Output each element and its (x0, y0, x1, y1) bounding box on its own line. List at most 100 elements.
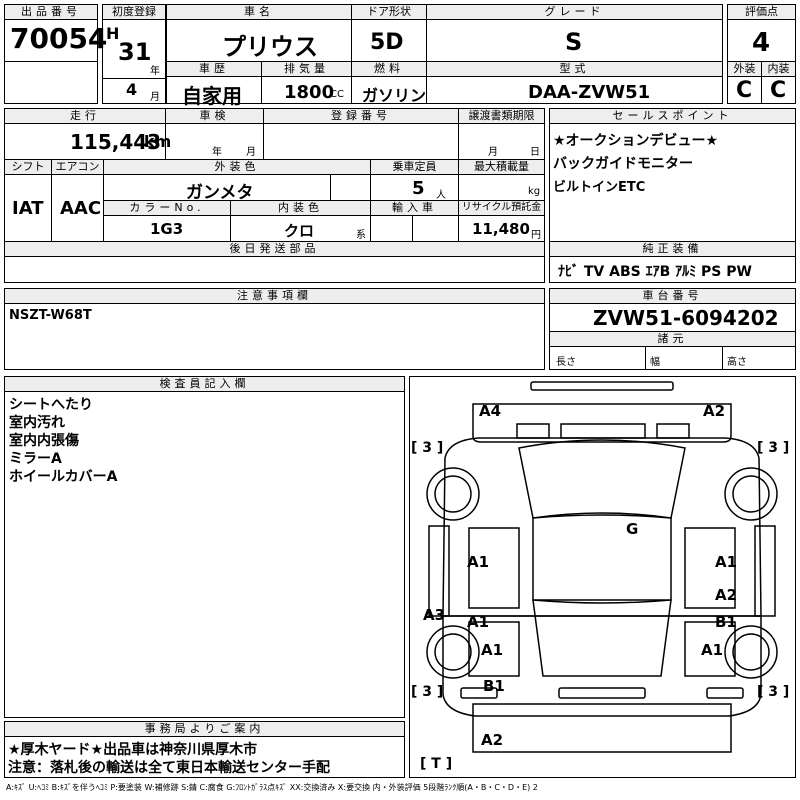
inspector-note-4: ミラーA (9, 451, 62, 467)
score: 4 (752, 28, 771, 58)
damage-a1-right-3: A1 (701, 641, 724, 659)
kg-unit: kg (528, 186, 541, 197)
tire-depth-left-bottom: [ 3 ] (411, 684, 444, 700)
damage-a2-right: A2 (715, 586, 738, 604)
length-label: 長さ (556, 357, 576, 368)
transfer-doc-header: 譲渡書類期限 (458, 108, 545, 124)
transfer-month-label: 月 (488, 147, 498, 158)
door-header: ドア形状 (351, 4, 427, 20)
inspection-header: 車検 (165, 108, 264, 124)
damage-b1-left: B1 (483, 677, 505, 695)
aircon: AAC (60, 198, 102, 219)
sales-point-2: バックガイドモニター (553, 156, 693, 172)
exterior-header: 外装 (727, 61, 762, 77)
dimensions-header: 諸元 (549, 331, 796, 347)
damage-a4: A4 (479, 402, 502, 420)
height-label: 高さ (727, 357, 747, 368)
int-color: クロ (284, 222, 315, 240)
damage-a2-bottom: A2 (481, 731, 504, 749)
sales-point-3: ビルトインETC (553, 180, 646, 195)
month-box (102, 78, 166, 104)
import-divider (412, 215, 413, 242)
model: DAA-ZVW51 (528, 82, 651, 103)
aircon-header: エアコン (51, 159, 104, 175)
office-note-1: ★厚木ヤード★出品車は神奈川県厚木市 (8, 742, 258, 758)
km-unit: km (144, 132, 172, 151)
car-name: プリウス (222, 33, 318, 61)
office-note-2: 注意：落札後の輸送は全て東日本輸送センター手配 (8, 760, 330, 776)
model-header: 型式 (426, 61, 723, 77)
later-parts-header: 後日発送部品 (4, 241, 545, 257)
ext-color-header: 外装色 (103, 159, 371, 175)
lot-number-extra-box (4, 61, 98, 104)
color-no-header: カラーNo. (103, 200, 231, 216)
reg-no-header: 登録番号 (263, 108, 459, 124)
dim-row (549, 346, 796, 370)
mileage: 115,443 (70, 130, 162, 154)
tire-depth-right-bottom: [ 3 ] (757, 684, 790, 700)
sales-points-header: セールスポイント (549, 108, 796, 124)
ext-color: ガンメタ (186, 183, 254, 203)
transfer-day-label: 日 (530, 147, 540, 158)
damage-a1-left-3: A1 (481, 641, 504, 659)
inspector-note-5: ホイールカバーA (9, 469, 118, 485)
dim-divider-1 (645, 346, 646, 370)
chassis-no: ZVW51-6094202 (593, 306, 779, 330)
width-label: 幅 (650, 357, 660, 368)
recycle: 11,480 (472, 220, 530, 238)
damage-a1-left-1: A1 (467, 553, 490, 571)
person-unit: 人 (436, 190, 446, 201)
exterior-grade: C (736, 78, 753, 103)
int-color-header: 内装色 (230, 200, 371, 216)
shift-header: シフト (4, 159, 52, 175)
cc-unit: CC (330, 89, 344, 100)
era: H (106, 24, 120, 43)
inspector-note-1: シートへたり (9, 397, 93, 413)
damage-a3: A3 (423, 606, 446, 624)
recycle-header: リサイクル預託金 (458, 200, 545, 216)
capacity-header: 乗車定員 (370, 159, 459, 175)
inspector-header: 検査員記入欄 (4, 376, 405, 392)
fuel: ガソリン (362, 86, 427, 105)
car-name-header: 車名 (166, 4, 352, 20)
lot-number: 70054 (10, 22, 108, 55)
color-no: 1G3 (150, 220, 184, 238)
yen-unit: 円 (531, 230, 541, 241)
history-header: 車歴 (166, 61, 262, 77)
score-header: 評価点 (727, 4, 796, 20)
damage-b1-right: B1 (715, 613, 737, 631)
ext-color-divider (330, 174, 331, 201)
equipment: ﾅﾋﾞ TV ABS ｴｱB ｱﾙﾐ PS PW (558, 264, 752, 280)
damage-a1-left-2: A1 (467, 613, 490, 631)
lot-number-header: 出品番号 (4, 4, 98, 20)
tire-depth-left-top: [ 3 ] (411, 440, 444, 456)
chassis-header: 車台番号 (549, 288, 796, 304)
shift: IAT (12, 198, 44, 219)
spare-tire-mark: [ T ] (420, 756, 453, 772)
grade-header: グレード (426, 4, 723, 20)
damage-a2-top: A2 (703, 402, 726, 420)
equipment-header: 純正装備 (549, 241, 796, 257)
inspector-note-2: 室内汚れ (9, 415, 65, 431)
capacity: 5 (412, 178, 425, 199)
dim-divider-2 (722, 346, 723, 370)
damage-a1-right-1: A1 (715, 553, 738, 571)
inspection-year-label: 年 (212, 147, 222, 158)
fuel-header: 燃料 (351, 61, 427, 77)
notes: NSZT-W68T (9, 308, 92, 323)
displacement-header: 排気量 (261, 61, 352, 77)
damage-diagram-box (409, 376, 796, 778)
inspection-month-label: 月 (246, 147, 256, 158)
month-unit: 月 (150, 92, 160, 103)
sales-point-1: ★オークションデビュー★ (553, 133, 719, 149)
door-type: 5D (370, 30, 404, 55)
kei-unit: 系 (356, 230, 366, 241)
notes-header: 注意事項欄 (4, 288, 545, 304)
office-header: 事務局よりご案内 (4, 721, 405, 737)
tire-depth-right-top: [ 3 ] (757, 440, 790, 456)
year-unit: 年 (150, 66, 160, 77)
car-outline-diagram (426, 381, 778, 753)
interior-grade: C (770, 78, 787, 103)
legend: A:ｷｽﾞ U:ﾍｺﾐ B:ｷｽﾞを伴うﾍｺﾐ P:要塗装 W:補修跡 S:錆 … (6, 783, 538, 792)
mileage-header: 走行 (4, 108, 166, 124)
